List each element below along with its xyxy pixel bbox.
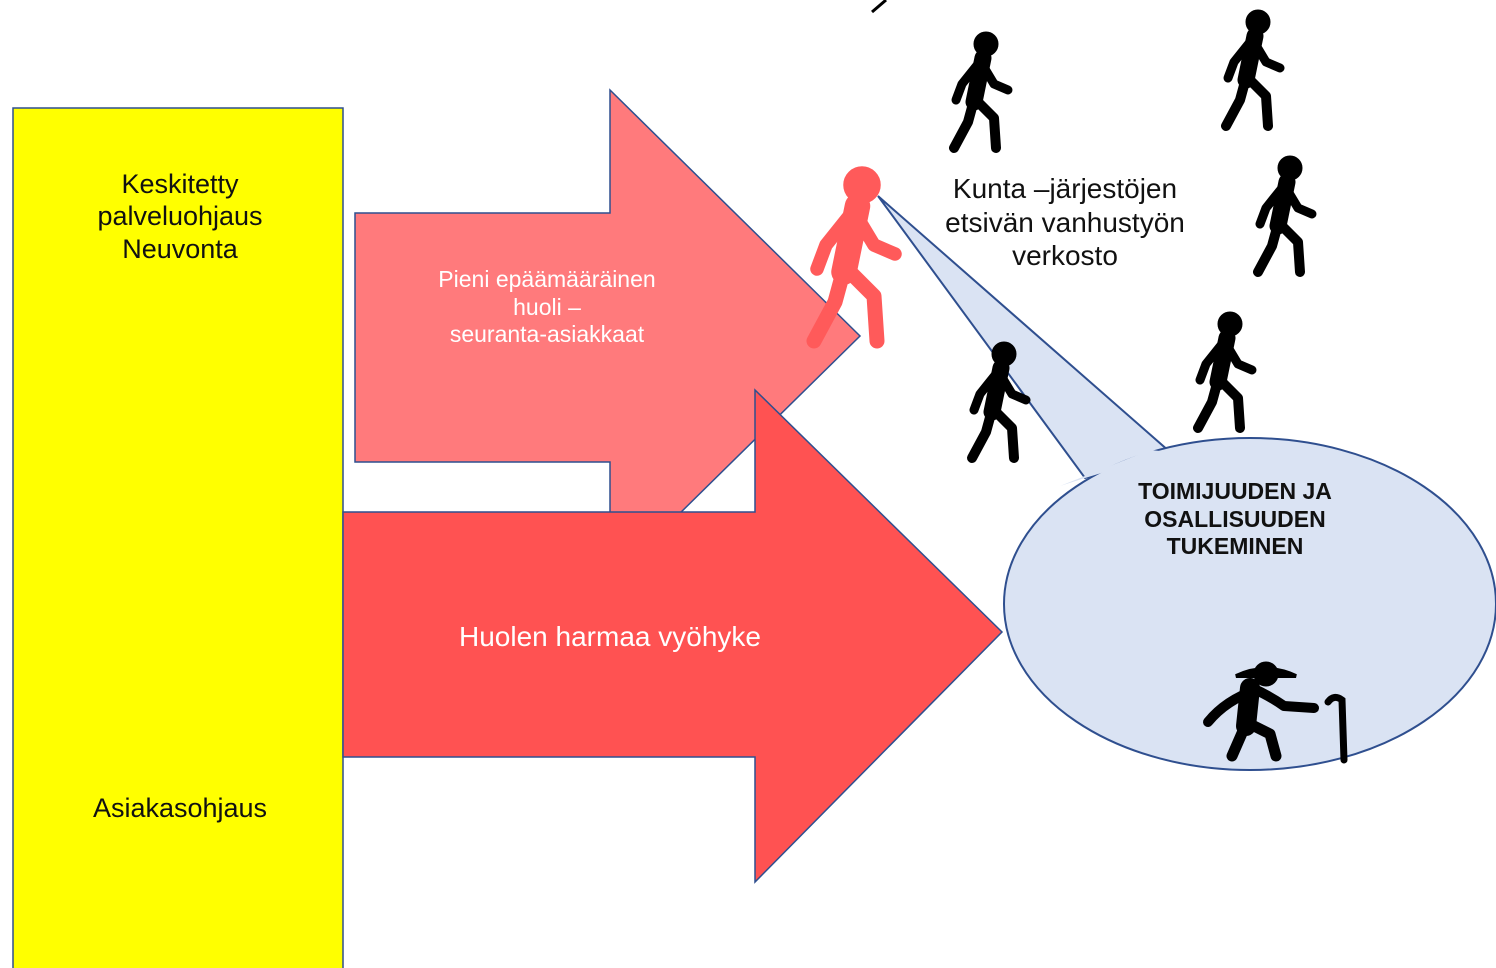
bubble-line-3: TUKEMINEN bbox=[1166, 533, 1304, 560]
arrow1-line-2: huoli – bbox=[513, 293, 581, 320]
arrow-grey-zone bbox=[342, 388, 1004, 884]
arrow-grey-zone-label: Huolen harmaa vyöhyke bbox=[459, 621, 761, 652]
top-edge-mark bbox=[871, 0, 887, 14]
speech-bubble bbox=[1003, 437, 1496, 771]
network-line-1: Kunta –järjestöjen bbox=[952, 173, 1178, 204]
highlight-walker-icon bbox=[814, 167, 895, 341]
bubble-label: TOIMIJUUDEN JA OSALLISUUDEN TUKEMINEN bbox=[1085, 478, 1385, 561]
arrow-follow-up-clients bbox=[354, 88, 862, 584]
bubble-tail-join bbox=[1060, 450, 1170, 486]
service-line-3: Neuvonta bbox=[122, 233, 238, 264]
network-line-3: verkosto bbox=[1012, 240, 1118, 272]
service-column-top-label: Keskitetty palveluohjaus Neuvonta bbox=[80, 168, 280, 265]
bubble-line-2: OSALLISUUDEN bbox=[1144, 505, 1326, 532]
network-walker-2-icon bbox=[1226, 10, 1280, 126]
network-walker-4-icon bbox=[1198, 312, 1252, 428]
service-column-bottom-label: Asiakasohjaus bbox=[92, 793, 268, 823]
service-line-2: palveluohjaus bbox=[97, 201, 263, 232]
service-column-box bbox=[12, 107, 344, 968]
service-line-1: Keskitetty bbox=[121, 169, 239, 199]
bubble-line-1: TOIMIJUUDEN JA bbox=[1138, 478, 1332, 504]
network-line-2: etsivän vanhustyön bbox=[945, 206, 1185, 238]
network-walker-3-icon bbox=[1258, 156, 1312, 272]
arrow-follow-up-label: Pieni epäämääräinen huoli – seuranta-asi… bbox=[392, 266, 702, 349]
arrow1-line-3: seuranta-asiakkaat bbox=[449, 321, 645, 348]
arrow1-line-1: Pieni epäämääräinen bbox=[438, 266, 656, 292]
network-walker-1-icon bbox=[954, 32, 1008, 148]
network-label: Kunta –järjestöjen etsivän vanhustyön ve… bbox=[890, 172, 1240, 273]
elderly-person-with-cane-icon bbox=[1203, 661, 1348, 764]
